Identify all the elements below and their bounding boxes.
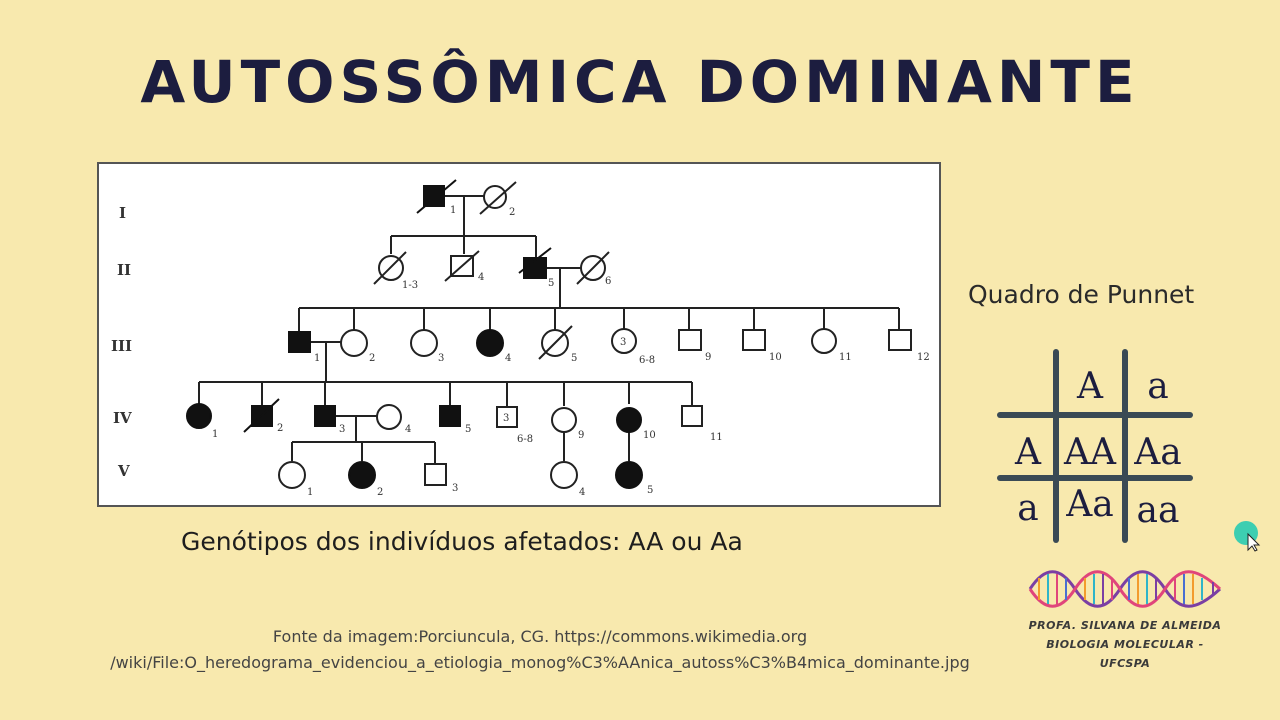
- individual-iv4: 4: [376, 404, 411, 435]
- individual-i1: 1: [416, 179, 457, 216]
- individual-v5: 5: [615, 461, 653, 496]
- svg-text:6-8: 6-8: [639, 355, 655, 366]
- svg-text:1: 1: [307, 487, 313, 498]
- individual-i2: 2: [479, 181, 517, 218]
- individual-iii5: 5: [538, 325, 577, 364]
- pedigree-chart: I II III IV V 1 2 1-3 4 5 6 1 2: [97, 162, 941, 507]
- dna-helix-icon: [1028, 570, 1222, 608]
- source-line-1: Fonte da imagem:Porciuncula, CG. https:/…: [272, 627, 808, 646]
- svg-text:1: 1: [314, 353, 320, 364]
- svg-text:1: 1: [212, 429, 218, 440]
- punnett-cell-aa-homozygous: AA: [1063, 432, 1117, 473]
- individual-v1: 1: [278, 461, 313, 498]
- pedigree-svg: I II III IV V 1 2 1-3 4 5 6 1 2: [111, 179, 930, 498]
- svg-text:9: 9: [705, 352, 711, 363]
- individual-ii1-3: 1-3: [373, 251, 418, 291]
- punnett-square: A a A AA Aa a Aa aa: [997, 349, 1193, 543]
- individual-v4: 4: [550, 461, 585, 498]
- svg-text:9: 9: [578, 430, 584, 441]
- svg-text:11: 11: [839, 352, 852, 363]
- individual-iii6-8: 3 6-8: [611, 328, 655, 366]
- svg-text:3: 3: [438, 353, 444, 364]
- svg-text:2: 2: [377, 487, 383, 498]
- individual-iv9: 9: [551, 407, 584, 441]
- svg-text:2: 2: [369, 353, 375, 364]
- svg-text:4: 4: [478, 272, 484, 283]
- individual-iii4: 4: [476, 329, 511, 364]
- individual-ii4: 4: [444, 250, 484, 283]
- individual-iii3: 3: [410, 329, 444, 364]
- svg-text:12: 12: [917, 352, 930, 363]
- punnett-cell-heterozygous-2: Aa: [1065, 484, 1113, 525]
- punnett-header-dominant: A: [1076, 366, 1104, 407]
- svg-text:2: 2: [509, 207, 515, 218]
- individual-ii5: 5: [518, 247, 554, 289]
- svg-text:4: 4: [405, 424, 411, 435]
- source-line-2: /wiki/File:O_heredograma_evidenciou_a_et…: [110, 653, 970, 672]
- punnett-header-recessive: a: [1147, 366, 1168, 407]
- svg-text:2: 2: [277, 423, 283, 434]
- punnett-cell-recessive: aa: [1137, 490, 1180, 531]
- individual-iii10: 10: [742, 329, 782, 363]
- mouse-cursor-icon: [1233, 520, 1263, 556]
- slide-title: AUTOSSÔMICA DOMINANTE: [140, 48, 1140, 116]
- generation-label-i: I: [119, 204, 126, 222]
- svg-text:3: 3: [452, 483, 458, 494]
- individual-iii12: 12: [888, 329, 930, 363]
- generation-label-ii: II: [117, 261, 131, 279]
- svg-text:6: 6: [605, 276, 611, 287]
- logo-line-2: BIOLOGIA MOLECULAR - UFCSPA: [1046, 638, 1204, 670]
- svg-text:10: 10: [643, 430, 656, 441]
- logo: PROFA. SILVANA DE ALMEIDA BIOLOGIA MOLEC…: [1025, 566, 1225, 673]
- generation-label-iii: III: [111, 337, 132, 355]
- individual-v2: 2: [348, 461, 383, 498]
- svg-text:4: 4: [579, 487, 585, 498]
- generation-label-v: V: [117, 462, 130, 480]
- individual-iii1: 1: [288, 331, 320, 364]
- individual-iv10: 10: [616, 407, 656, 441]
- individual-iv11: 11: [681, 405, 723, 443]
- individual-iv6-8: 3 6-8: [496, 406, 533, 445]
- svg-text:5: 5: [548, 278, 554, 289]
- punnett-row-label-dominant: A: [1014, 432, 1042, 473]
- svg-text:3: 3: [503, 413, 509, 424]
- svg-text:4: 4: [505, 353, 511, 364]
- individual-v3: 3: [424, 463, 458, 494]
- svg-text:5: 5: [647, 485, 653, 496]
- svg-text:11: 11: [710, 432, 723, 443]
- svg-text:5: 5: [571, 353, 577, 364]
- individual-iv1: 1: [186, 403, 218, 440]
- svg-text:5: 5: [465, 424, 471, 435]
- generation-label-iv: IV: [113, 409, 132, 427]
- punnett-title: Quadro de Punnet: [968, 280, 1195, 309]
- svg-text:3: 3: [339, 424, 345, 435]
- svg-text:1-3: 1-3: [402, 280, 418, 291]
- punnett-row-label-recessive: a: [1017, 488, 1038, 529]
- svg-text:10: 10: [769, 352, 782, 363]
- svg-text:1: 1: [450, 205, 456, 216]
- svg-text:6-8: 6-8: [517, 434, 533, 445]
- individual-iv2: 2: [243, 398, 283, 434]
- punnett-cell-heterozygous-1: Aa: [1133, 432, 1181, 473]
- individual-ii6: 6: [576, 251, 611, 287]
- individual-iii11: 11: [811, 328, 852, 363]
- image-source: Fonte da imagem:Porciuncula, CG. https:/…: [60, 624, 1020, 676]
- genotype-caption: Genótipos dos indivíduos afetados: AA ou…: [181, 527, 743, 556]
- individual-iv3: 3: [314, 405, 345, 435]
- individual-iii9: 9: [678, 329, 711, 363]
- svg-text:3: 3: [620, 337, 626, 348]
- individual-iii2: 2: [340, 329, 375, 364]
- logo-line-1: PROFA. SILVANA DE ALMEIDA: [1028, 619, 1222, 632]
- individual-iv5: 5: [439, 405, 471, 435]
